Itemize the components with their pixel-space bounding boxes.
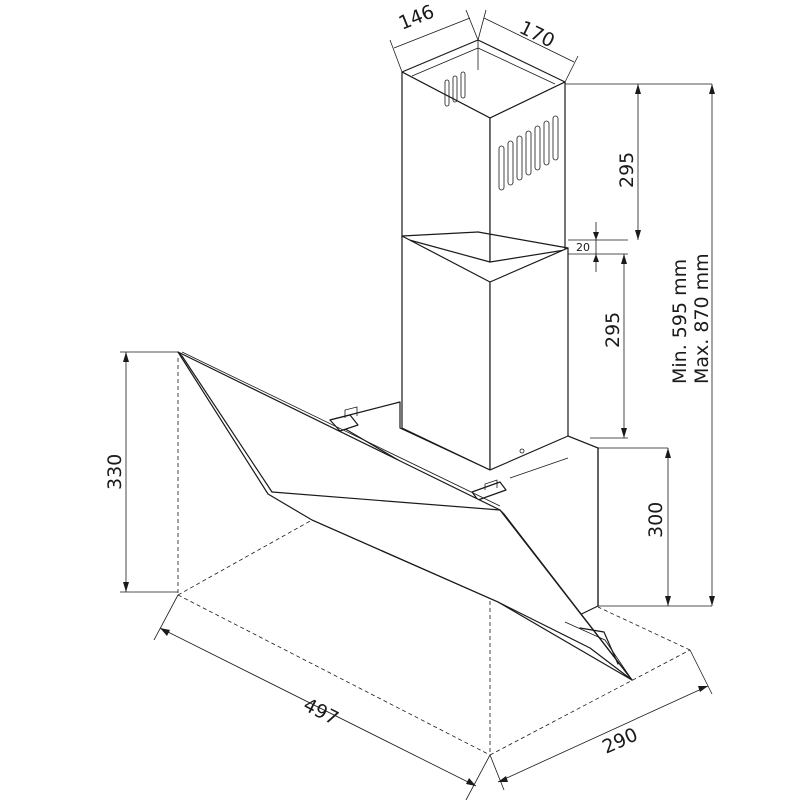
- dim-upper-295-label: 295: [616, 152, 638, 188]
- dim-lower-295-label: 295: [602, 312, 624, 348]
- dim-497-label: 497: [300, 694, 342, 730]
- dim-20-label: 20: [576, 241, 590, 254]
- dim-170-label: 170: [516, 17, 558, 53]
- dim-bottom: 497 290: [153, 594, 713, 800]
- dim-left: 330: [104, 351, 178, 593]
- vent-slots: [444, 71, 559, 191]
- dim-right: 295 20 295 300 Min. 595 mm Max. 870 mm: [565, 83, 715, 607]
- dim-max-label: Max. 870 mm: [691, 253, 713, 384]
- dim-300-label: 300: [645, 502, 667, 538]
- glass-panel: [177, 351, 633, 681]
- dim-min-label: Min. 595 mm: [669, 259, 691, 384]
- dim-146-label: 146: [396, 1, 438, 35]
- dim-top: 146 170: [389, 1, 579, 83]
- upper-chimney: [401, 39, 566, 263]
- dim-330-label: 330: [104, 454, 126, 490]
- lower-chimney: [401, 231, 569, 471]
- dim-290-label: 290: [599, 724, 641, 759]
